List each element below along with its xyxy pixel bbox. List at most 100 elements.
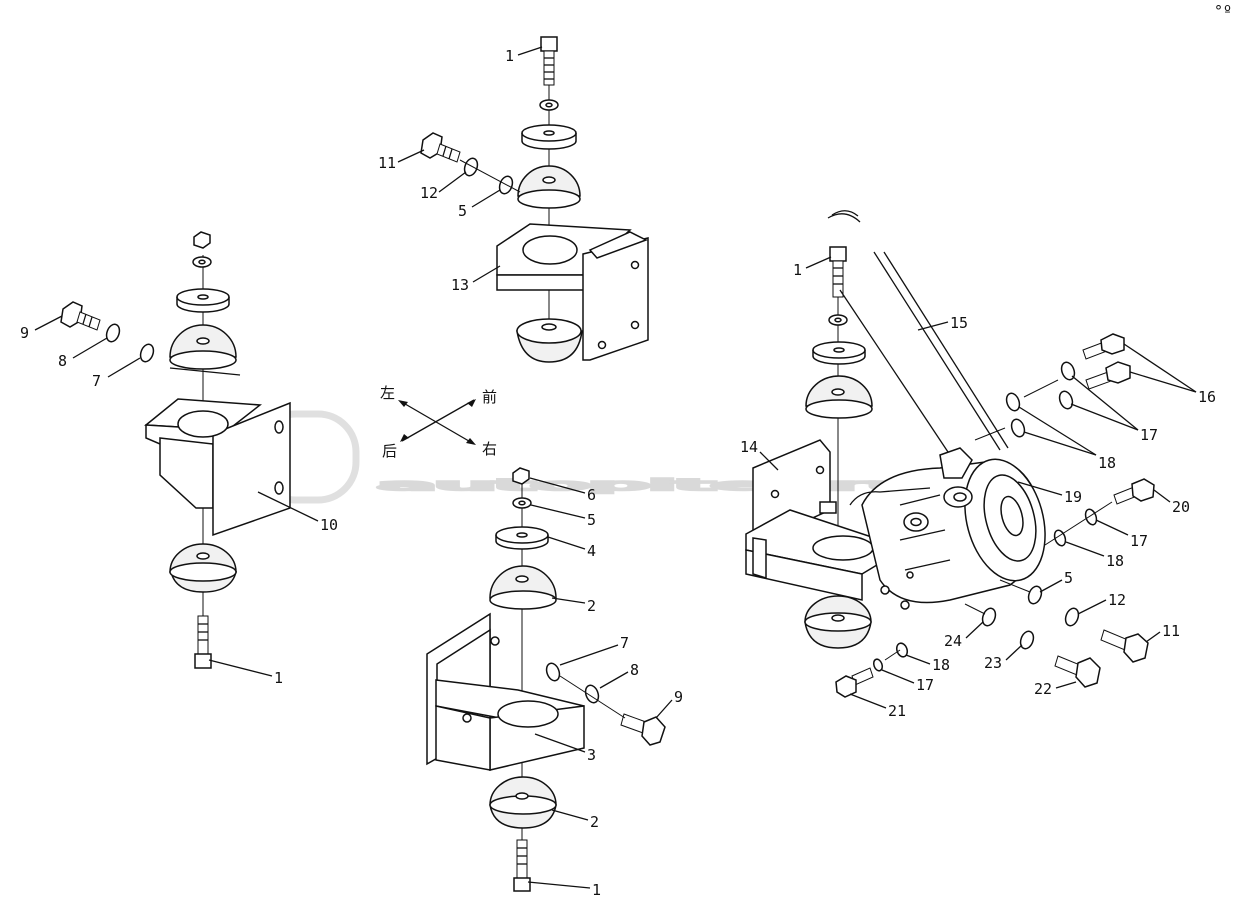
bracket-10: [144, 398, 291, 537]
washer-part: [981, 607, 997, 627]
mount-assembly-left: [60, 231, 291, 669]
svg-text:2: 2: [590, 813, 599, 831]
svg-text:7: 7: [620, 634, 629, 652]
washer-part: [463, 157, 479, 177]
washer-part: [105, 323, 121, 343]
washer-part: [545, 662, 561, 682]
callout: 24: [944, 621, 984, 650]
svg-text:18: 18: [932, 656, 950, 674]
svg-text:1: 1: [505, 47, 514, 65]
washer-part: [1058, 390, 1074, 410]
svg-text:8: 8: [58, 352, 67, 370]
washer-part: [1005, 392, 1021, 412]
callout: 1: [505, 46, 543, 65]
callout: 13: [451, 265, 501, 294]
svg-text:3: 3: [587, 746, 596, 764]
svg-text:21: 21: [888, 702, 906, 720]
svg-text:1: 1: [274, 669, 283, 687]
callout: 21: [849, 693, 906, 720]
callout: 8: [58, 337, 108, 370]
callout: 12: [420, 171, 467, 202]
svg-text:20: 20: [1172, 498, 1190, 516]
bolt-part: [1082, 333, 1125, 360]
washer-part: [1010, 418, 1026, 438]
washer-part: [1027, 585, 1043, 605]
compressor-19: [819, 447, 1046, 610]
callout: 18: [1018, 406, 1116, 472]
bracket-14: [745, 439, 907, 601]
callout: 7: [92, 357, 141, 390]
bracket-13: [496, 223, 649, 361]
callout: 16: [1123, 343, 1216, 406]
svg-text:16: 16: [1198, 388, 1216, 406]
callout: 17: [881, 669, 934, 694]
svg-text:18: 18: [1098, 454, 1116, 472]
callouts: 1 11 12 5 13 9 8 7 10 1 6 5 4 2 7 8 9 3 …: [20, 46, 1216, 899]
bolt-part: [829, 246, 847, 298]
corner-mark: °º ooo: [1214, 2, 1239, 20]
callout: 2: [551, 597, 596, 615]
svg-text:4: 4: [587, 542, 596, 560]
nut-part: [193, 231, 211, 249]
callout: 10: [257, 491, 338, 534]
washer-part: [584, 684, 600, 704]
svg-text:10: 10: [320, 516, 338, 534]
svg-text:15: 15: [950, 314, 968, 332]
callout: 14: [740, 438, 779, 471]
callout: 8: [599, 661, 639, 689]
belt-15: [839, 251, 1009, 471]
svg-text:6: 6: [587, 486, 596, 504]
direction-indicator: 左 前 后 右: [380, 384, 497, 460]
bolt-part: [620, 713, 666, 746]
bolt-part: [60, 301, 101, 331]
bolt-part: [513, 839, 531, 892]
direction-left-label: 左: [380, 384, 395, 402]
callout: 17: [1070, 375, 1158, 444]
bolt-part: [1100, 629, 1149, 663]
svg-text:5: 5: [458, 202, 467, 220]
bolt-part: [540, 36, 558, 86]
callout: 11: [1145, 622, 1180, 643]
svg-text:2: 2: [587, 597, 596, 615]
svg-text:14: 14: [740, 438, 758, 456]
svg-text:9: 9: [20, 324, 29, 342]
svg-text:7: 7: [92, 372, 101, 390]
mount-assembly-top-center: [420, 36, 649, 363]
direction-right-label: 右: [482, 440, 497, 458]
callout: 20: [1153, 489, 1190, 516]
callout: 1: [527, 881, 601, 899]
callout: 2: [551, 809, 599, 831]
washer-part: [139, 343, 155, 363]
svg-text:17: 17: [916, 676, 934, 694]
bolt-part: [420, 132, 461, 163]
svg-text:5: 5: [587, 511, 596, 529]
svg-text:23: 23: [984, 654, 1002, 672]
svg-text:12: 12: [420, 184, 438, 202]
callout: 1: [793, 256, 832, 279]
svg-text:1: 1: [592, 881, 601, 899]
svg-text:12: 12: [1108, 591, 1126, 609]
washer-part: [872, 658, 884, 672]
washer-part: [1019, 630, 1035, 650]
bolt-part: [1054, 655, 1101, 688]
callout: 18: [905, 654, 950, 674]
svg-text:22: 22: [1034, 680, 1052, 698]
bolt-part: [835, 667, 874, 698]
bolt-part: [194, 615, 212, 669]
bracket-3: [426, 612, 585, 771]
svg-text:17: 17: [1130, 532, 1148, 550]
callout: 19: [1017, 481, 1082, 506]
direction-rear-label: 后: [382, 442, 397, 460]
svg-text:11: 11: [1162, 622, 1180, 640]
bolt-part: [1085, 361, 1131, 390]
callout: 3: [534, 733, 596, 764]
callout: 15: [917, 314, 968, 332]
watermark-text: autopiter.ru: [378, 476, 928, 494]
compressor-assembly-right: [745, 210, 1155, 698]
svg-text:13: 13: [451, 276, 469, 294]
direction-front-label: 前: [482, 388, 497, 406]
svg-text:17: 17: [1140, 426, 1158, 444]
callout: 18: [1065, 541, 1124, 570]
washer-part: [1060, 361, 1076, 381]
callout: 12: [1077, 591, 1126, 615]
